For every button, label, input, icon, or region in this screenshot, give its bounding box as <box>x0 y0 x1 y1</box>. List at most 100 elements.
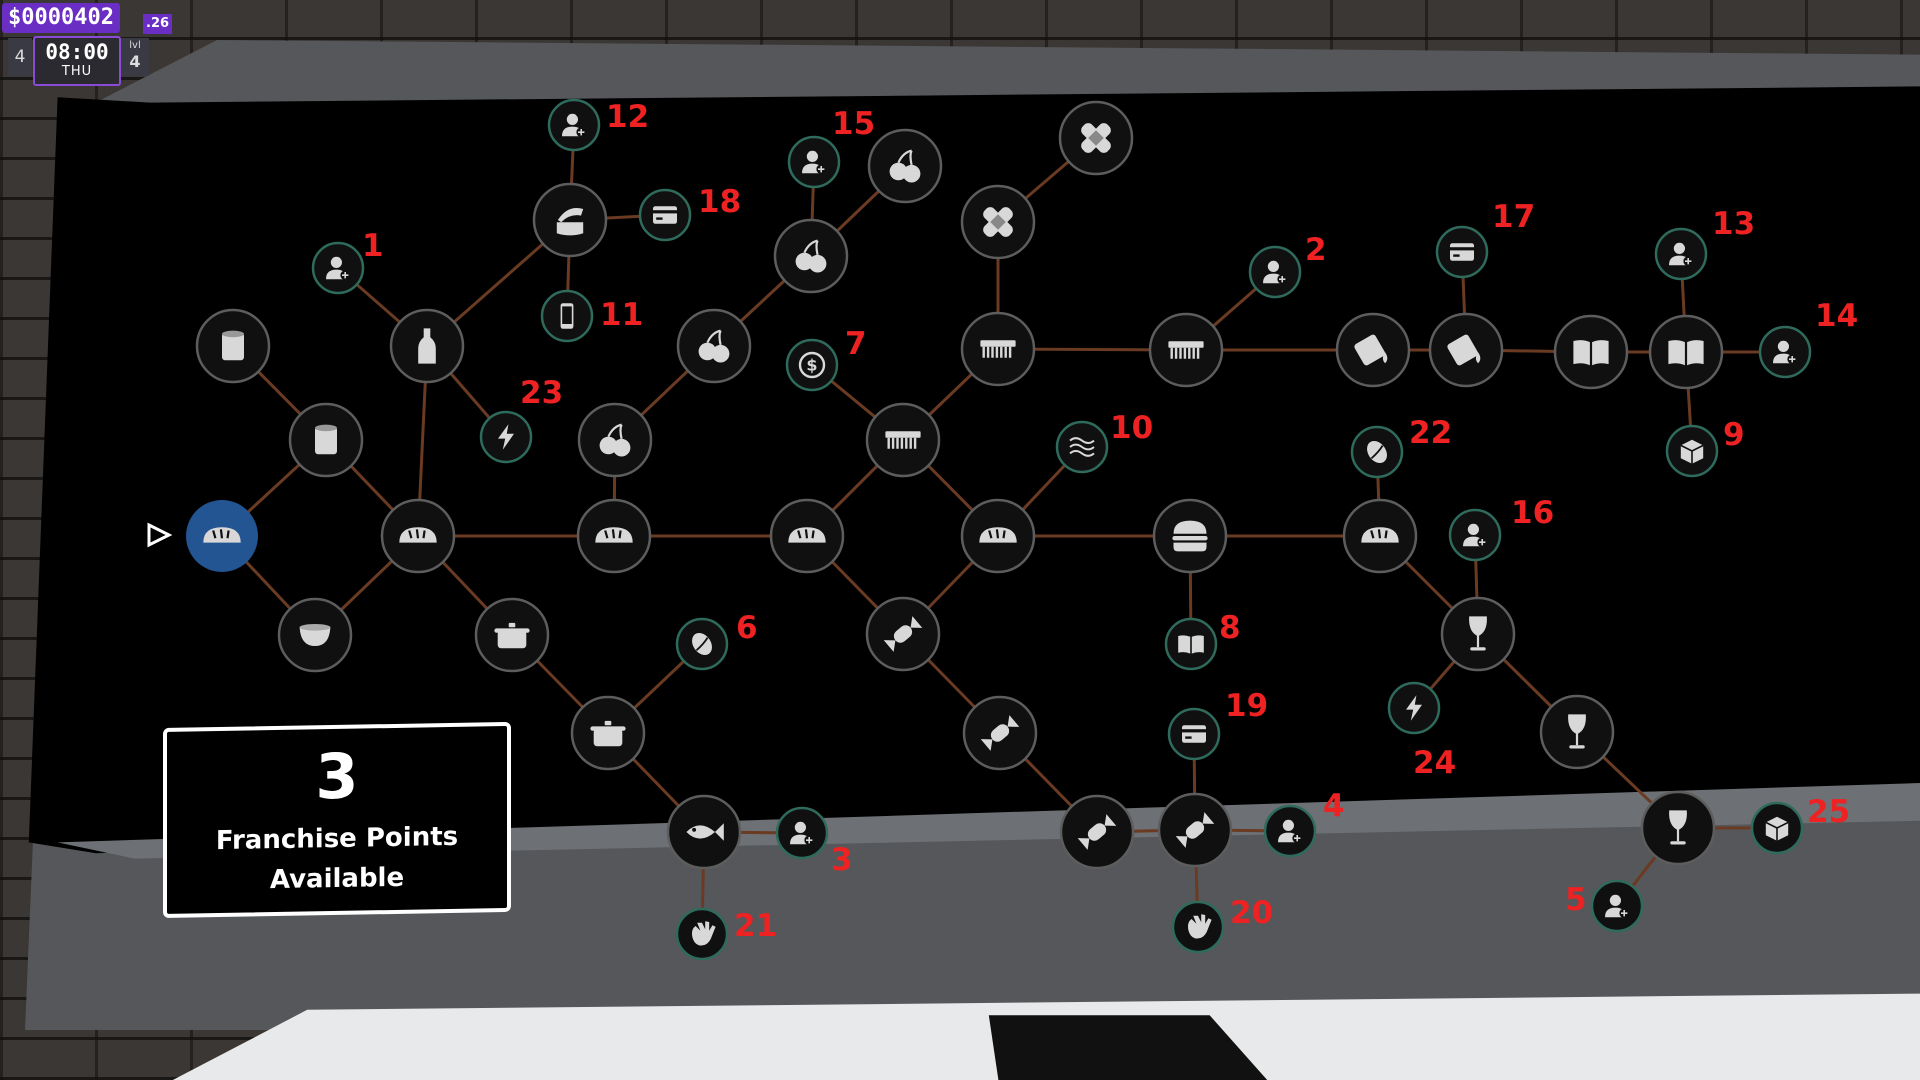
start-node[interactable] <box>186 500 258 572</box>
tree-node-n-wine2[interactable] <box>1539 694 1615 770</box>
tree-node-n-burger[interactable] <box>1152 498 1228 574</box>
node-circle <box>1648 314 1724 390</box>
tree-node-n-cherry2[interactable] <box>676 308 752 384</box>
node-circle <box>311 241 365 295</box>
upgrade-node-u18[interactable]: 18 <box>638 184 741 242</box>
tree-node-n-cup[interactable] <box>277 597 353 673</box>
node-number-label: 21 <box>734 908 777 944</box>
tree-node-n-soap1[interactable] <box>1335 312 1411 388</box>
upgrade-node-u11[interactable]: 11 <box>540 289 643 343</box>
clock-time: 08:00 <box>45 40 109 64</box>
node-number-label: 8 <box>1219 610 1241 646</box>
tree-node-n-comb3[interactable] <box>1148 312 1224 388</box>
node-number-label: 25 <box>1807 794 1850 830</box>
tree-node-n-bread6[interactable] <box>1342 498 1418 574</box>
node-number-label: 24 <box>1413 745 1456 781</box>
tree-node-n-can2[interactable] <box>288 402 364 478</box>
tree-node-n-bread4[interactable] <box>769 498 845 574</box>
upgrade-node-u5[interactable]: 5 <box>1565 879 1644 933</box>
node-number-label: 15 <box>832 106 875 142</box>
node-number-label: 1 <box>362 228 384 264</box>
tree-node-n-comb1[interactable] <box>865 402 941 478</box>
start-arrow-icon <box>147 522 173 548</box>
phone-icon <box>560 303 574 329</box>
tree-node-n-cherry1[interactable] <box>577 402 653 478</box>
tree-node-n-canopen[interactable] <box>532 182 608 258</box>
node-number-label: 14 <box>1815 298 1858 334</box>
upgrade-node-u21[interactable]: 21 <box>675 907 777 961</box>
upgrade-node-u8[interactable]: 8 <box>1164 610 1241 671</box>
node-circle <box>775 806 829 860</box>
tree-node-n-can1[interactable] <box>195 308 271 384</box>
node-number-label: 9 <box>1723 417 1745 453</box>
node-circle <box>1448 508 1502 562</box>
tree-node-n-soap2[interactable] <box>1428 312 1504 388</box>
node-circle <box>1164 617 1218 671</box>
tree-node-n-cherry3[interactable] <box>773 218 849 294</box>
node-circle <box>1248 245 1302 299</box>
upgrade-node-u13[interactable]: 13 <box>1654 206 1755 281</box>
upgrade-node-u22[interactable]: 22 <box>1350 415 1452 479</box>
node-number-label: 16 <box>1511 495 1554 531</box>
tree-node-n-bread5[interactable] <box>960 498 1036 574</box>
franchise-points-panel: 3 Franchise Points Available <box>163 721 511 918</box>
tree-node-n-wine3[interactable] <box>1640 790 1716 866</box>
upgrade-node-u19[interactable]: 19 <box>1167 688 1268 761</box>
tree-node-n-bandage2[interactable] <box>1058 100 1134 176</box>
upgrade-node-u6[interactable]: 6 <box>675 610 758 671</box>
node-number-label: 19 <box>1225 688 1268 724</box>
card-reader-icon <box>1182 725 1206 743</box>
upgrade-node-u25[interactable]: 25 <box>1750 794 1850 855</box>
upgrade-node-u12[interactable]: 12 <box>547 98 649 152</box>
card-reader-icon <box>653 206 677 224</box>
tree-node-n-cherry4[interactable] <box>867 128 943 204</box>
upgrade-node-u3[interactable]: 3 <box>775 806 853 878</box>
upgrade-node-u2[interactable]: 2 <box>1248 232 1327 299</box>
upgrade-node-u24[interactable]: 24 <box>1387 681 1456 781</box>
money-cents: .26 <box>143 14 173 34</box>
tree-node-n-pot2[interactable] <box>570 695 646 771</box>
node-circle <box>532 182 608 258</box>
level-value: 4 <box>129 52 141 71</box>
node-number-label: 7 <box>845 326 867 362</box>
upgrade-node-u23[interactable]: 23 <box>479 375 563 464</box>
franchise-points-count: 3 <box>315 739 359 814</box>
upgrade-node-u20[interactable]: 20 <box>1171 895 1273 954</box>
upgrade-node-u14[interactable]: 14 <box>1758 298 1858 379</box>
upgrade-node-u7[interactable]: 7 <box>785 326 867 392</box>
node-number-label: 23 <box>520 375 563 411</box>
card-reader-icon <box>1450 243 1474 261</box>
tree-node-n-comb2[interactable] <box>960 311 1036 387</box>
tree-node-n-candy3[interactable] <box>1059 794 1135 870</box>
level-label: lvl <box>129 40 141 51</box>
tree-node-n-candy1[interactable] <box>865 596 941 672</box>
upgrade-node-u17[interactable]: 17 <box>1435 199 1535 279</box>
tree-node-n-bandage1[interactable] <box>960 184 1036 260</box>
node-number-label: 3 <box>831 842 853 878</box>
tree-node-n-book2[interactable] <box>1648 314 1724 390</box>
upgrade-node-u15[interactable]: 15 <box>787 106 875 189</box>
node-circle <box>1758 325 1812 379</box>
tree-node-n-pot1[interactable] <box>474 597 550 673</box>
upgrade-node-u1[interactable]: 1 <box>311 228 384 295</box>
node-number-label: 11 <box>600 297 643 333</box>
tree-node-n-bottle[interactable] <box>389 308 465 384</box>
tree-node-n-book1[interactable] <box>1553 314 1629 390</box>
tree-node-n-fish[interactable] <box>666 794 742 870</box>
upgrade-node-u10[interactable]: 10 <box>1055 410 1153 474</box>
tree-node-n-candy2[interactable] <box>962 695 1038 771</box>
upgrade-node-u4[interactable]: 4 <box>1263 788 1345 858</box>
tree-node-n-bread3[interactable] <box>576 498 652 574</box>
tree-node-n-candy4[interactable] <box>1157 792 1233 868</box>
node-circle <box>1590 879 1644 933</box>
node-circle <box>1553 314 1629 390</box>
upgrade-node-u16[interactable]: 16 <box>1448 495 1554 562</box>
money-display: $0000402 <box>2 3 120 33</box>
upgrade-node-u9[interactable]: 9 <box>1665 417 1745 478</box>
tree-node-n-wine1[interactable] <box>1440 596 1516 672</box>
tree-node-n-bread2[interactable] <box>380 498 456 574</box>
node-circle <box>787 135 841 189</box>
node-number-label: 12 <box>606 99 649 135</box>
